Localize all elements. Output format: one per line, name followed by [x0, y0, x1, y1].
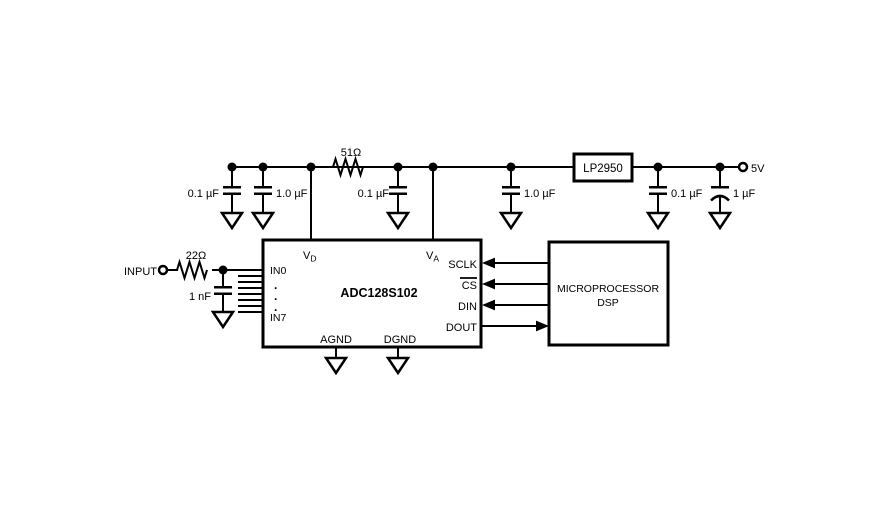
- cap-0p1uf-3: [645, 167, 671, 231]
- processor-label-line2: DSP: [597, 297, 619, 309]
- ground-icon: [707, 211, 733, 231]
- supply-terminal-icon: [737, 161, 749, 173]
- cap-plates: [649, 185, 667, 196]
- processor-box: [547, 240, 670, 347]
- pin-din-label: DIN: [458, 301, 477, 313]
- pin-dgnd-label: DGND: [384, 334, 416, 346]
- pin-sclk-label: SCLK: [448, 259, 477, 271]
- cap-plates: [254, 185, 272, 196]
- ground-icon: [645, 211, 671, 231]
- pin-va-base: V: [426, 250, 434, 262]
- resistor-22ohm: [176, 258, 208, 282]
- pin-in0-label: IN0: [270, 265, 287, 277]
- ellipsis-dot: .: [274, 278, 277, 292]
- junction-dot: [715, 162, 725, 172]
- arrow-left-icon: [482, 299, 495, 311]
- cap3-value-label: 0.1 µF: [358, 188, 390, 200]
- pin-cs-label: CS: [462, 280, 477, 292]
- cap-plates: [389, 185, 407, 196]
- cap-0p1uf-2: [385, 167, 411, 231]
- junction-dot: [306, 162, 316, 172]
- regulator-label: LP2950: [583, 163, 623, 175]
- ellipsis-dot: .: [274, 289, 277, 303]
- pin-dout-label: DOUT: [446, 322, 477, 334]
- resistor-51ohm: [332, 155, 364, 179]
- adc-grounds: [323, 347, 411, 376]
- cap-1p0uf-1: [250, 167, 276, 231]
- ground-icon: [250, 211, 276, 231]
- ellipsis-dot: .: [274, 300, 277, 314]
- cap6-value-label: 1 µF: [733, 188, 756, 200]
- ground-icon: [385, 356, 411, 376]
- resistors: [176, 155, 398, 282]
- arrow-left-icon: [482, 257, 495, 269]
- junction-dot: [258, 162, 268, 172]
- input-terminal-icon: [157, 264, 169, 276]
- junction-dots: [218, 162, 725, 275]
- pin-agnd-label: AGND: [320, 334, 352, 346]
- cap-1nf: [210, 270, 236, 330]
- ground-leads: [335, 347, 399, 358]
- regulator-box: [572, 152, 634, 183]
- cap1-value-label: 0.1 µF: [188, 188, 220, 200]
- cap2-value-label: 1.0 µF: [276, 188, 308, 200]
- cap-0p1uf-1: [219, 167, 245, 231]
- junction-dot: [227, 162, 237, 172]
- processor-label-line1: MICROPROCESSOR: [557, 283, 660, 295]
- cap-plates: [214, 285, 232, 296]
- cap5-value-label: 0.1 µF: [671, 188, 703, 200]
- pin-va-label: VA: [426, 250, 439, 264]
- cap-plate-curved: [710, 194, 730, 202]
- pin-in7-label: IN7: [270, 312, 287, 324]
- cap-plates: [502, 185, 520, 196]
- pin-vd-base: V: [303, 250, 311, 262]
- junction-dot: [428, 162, 438, 172]
- ground-icon: [385, 211, 411, 231]
- cap4-value-label: 1.0 µF: [524, 188, 556, 200]
- junction-dot: [218, 265, 228, 275]
- arrow-left-icon: [482, 278, 495, 290]
- ground-icon: [210, 310, 236, 330]
- pin-vd-sub: D: [310, 254, 316, 264]
- input-resistor-label: 22Ω: [186, 250, 206, 262]
- pin-va-sub: A: [433, 254, 439, 264]
- adc-part-number: ADC128S102: [340, 286, 417, 300]
- ground-icon: [498, 211, 524, 231]
- pin-vd-label: VD: [303, 250, 316, 264]
- input-terminal-label: INPUT: [124, 266, 157, 278]
- bus-arrowheads: [482, 257, 549, 332]
- cap-1uf-polarized: [707, 167, 733, 231]
- arrow-right-icon: [536, 320, 549, 332]
- ground-icon: [323, 356, 349, 376]
- input-cap-label: 1 nF: [189, 291, 211, 303]
- supply-label: 5V: [751, 163, 765, 175]
- cap-1p0uf-2: [498, 167, 524, 231]
- junction-dot: [393, 162, 403, 172]
- adc-box: [261, 238, 483, 349]
- junction-dot: [506, 162, 516, 172]
- ground-icon: [219, 211, 245, 231]
- series-resistor-label: 51Ω: [341, 147, 361, 159]
- junction-dot: [653, 162, 663, 172]
- cap-plates: [223, 185, 241, 196]
